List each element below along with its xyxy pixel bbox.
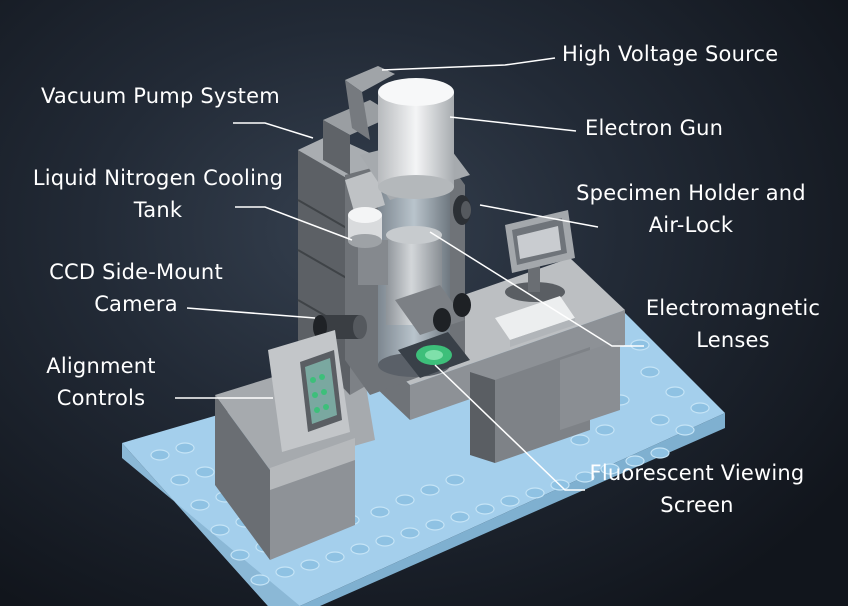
label-liquid-nitrogen-line2: Tank [133, 198, 183, 222]
label-electron-gun: Electron Gun [585, 112, 723, 144]
specimen-holder [453, 195, 471, 225]
leader-ccd [186, 307, 316, 319]
label-high-voltage-source-text: High Voltage Source [562, 42, 779, 66]
label-electromagnetic-lenses-line2: Lenses [696, 328, 770, 352]
leader-fluorescent [434, 364, 585, 491]
label-electromagnetic-lenses-line1: Electromagnetic [645, 296, 821, 320]
label-high-voltage-source: High Voltage Source [562, 38, 778, 70]
label-fluorescent-screen: Fluorescent Viewing Screen [586, 457, 808, 521]
leader-vacuum-pump [233, 122, 314, 139]
binocular-viewer [395, 285, 471, 335]
label-vacuum-pump-system-text: Vacuum Pump System [41, 84, 280, 108]
label-electromagnetic-lenses: Electromagnetic Lenses [643, 292, 823, 356]
label-alignment-controls-line2: Controls [56, 386, 146, 410]
label-alignment-controls-line1: Alignment [46, 354, 156, 378]
label-specimen-holder-line1: Specimen Holder and [576, 181, 806, 205]
control-panel [268, 330, 350, 452]
viewing-screen [398, 332, 470, 378]
label-alignment-controls: Alignment Controls [40, 350, 162, 414]
leader-high-voltage [381, 57, 556, 71]
leader-specimen [479, 204, 599, 228]
electron-gun [378, 78, 454, 199]
label-liquid-nitrogen: Liquid Nitrogen Cooling Tank [30, 162, 286, 226]
monitor [505, 210, 575, 302]
leader-lenses [429, 231, 644, 347]
label-ccd-camera-line1: CCD Side-Mount [49, 260, 223, 284]
nitrogen-tank [348, 207, 382, 248]
label-fluorescent-screen-line1: Fluorescent Viewing [589, 461, 805, 485]
leader-electron-gun [449, 116, 577, 132]
label-fluorescent-screen-line2: Screen [660, 493, 734, 517]
leader-nitrogen [235, 206, 353, 241]
label-liquid-nitrogen-line1: Liquid Nitrogen Cooling [32, 166, 284, 190]
keyboard [495, 296, 575, 347]
label-vacuum-pump-system: Vacuum Pump System [41, 80, 280, 112]
label-electron-gun-text: Electron Gun [585, 116, 724, 140]
label-ccd-camera: CCD Side-Mount Camera [44, 256, 228, 320]
label-specimen-holder: Specimen Holder and Air-Lock [572, 177, 810, 241]
label-ccd-camera-line2: Camera [94, 292, 178, 316]
leader-lines [175, 57, 644, 491]
label-specimen-holder-line2: Air-Lock [648, 213, 734, 237]
